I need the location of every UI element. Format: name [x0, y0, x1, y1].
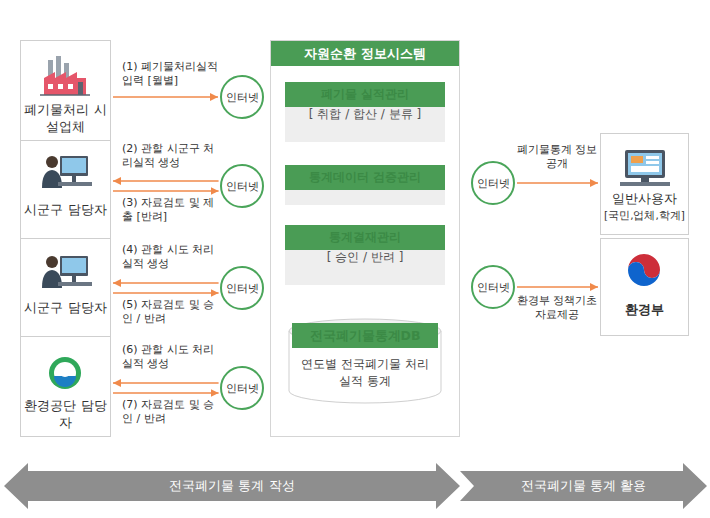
internet-circle: 인터넷 [471, 161, 515, 205]
node-title: 인터넷 [226, 281, 259, 296]
node-title: 자원순환 정보시스템 [271, 41, 459, 66]
internet-circle: 인터넷 [471, 265, 515, 309]
node-title: 인터넷 [477, 176, 510, 191]
node-title: 전국폐기물통계DB [292, 323, 438, 348]
node-text: [ 취합 / 합산 / 분류 ] [309, 106, 421, 123]
arrow-band-fill [460, 463, 707, 509]
node-title: 일반사용자 [603, 191, 686, 207]
edge-label: (7) 자료검토 및 승인 / 반려 [122, 398, 220, 426]
officer-icon [42, 256, 92, 288]
node-text: [ 승인 / 반려 ] [327, 249, 404, 266]
internet-circle: 인터넷 [220, 75, 264, 119]
node-title: 인터넷 [226, 381, 259, 396]
node-title: 폐기물 실적관리 [285, 82, 445, 107]
phase-arrow: 전국폐기물 통계 활용 [460, 463, 707, 509]
edge-label: (3) 자료검토 및 제출 [반려] [122, 196, 220, 224]
officer-icon [42, 156, 92, 188]
node-title: 전국폐기물 통계 활용 [521, 477, 646, 495]
edge-label: (4) 관할 시도 처리실적 생성 [122, 243, 220, 271]
edge-label: (5) 자료검토 및 승인 / 반려 [122, 298, 220, 326]
node-title: 인터넷 [226, 179, 259, 194]
flow-arrow [113, 292, 219, 294]
node-title: 인터넷 [477, 280, 510, 295]
node-title: 시군구 담당자 [23, 299, 108, 316]
node-title: 폐기물처리 시설업체 [23, 101, 108, 135]
internet-circle: 인터넷 [220, 366, 264, 410]
node-title: 환경부 [603, 301, 686, 318]
node-text: [국민,업체,학계] [602, 208, 687, 222]
flow-arrow [113, 180, 219, 182]
system-panel: 자원순환 정보시스템폐기물 실적관리[ 취합 / 합산 / 분류 ] 통계데이터 … [270, 40, 460, 437]
node-title: 시군구 담당자 [23, 201, 108, 218]
internet-circle: 인터넷 [220, 164, 264, 208]
keco-logo [49, 357, 81, 389]
process-box: 통계데이터 검증관리 [285, 165, 445, 205]
flow-arrow [113, 392, 219, 394]
edge-label: (1) 폐기물처리실적 입력 [월별] [122, 60, 220, 88]
flow-arrow [517, 182, 598, 184]
internet-circle: 인터넷 [220, 266, 264, 310]
flow-arrow [113, 96, 218, 98]
node-title: 인터넷 [226, 90, 259, 105]
flow-arrow [113, 190, 219, 192]
actor-box: 환경공단 담당자 [20, 336, 111, 437]
actor-box: 시군구 담당자 [20, 140, 111, 239]
process-box: 폐기물 실적관리[ 취합 / 합산 / 분류 ] [285, 82, 445, 142]
arrow-band-fill [4, 463, 460, 509]
actor-box: 폐기물처리 시설업체 [20, 40, 111, 141]
edge-label: (2) 관할 시군구 처리실적 생성 [122, 142, 220, 170]
flow-arrow [517, 286, 598, 288]
process-box: 통계결재관리[ 승인 / 반려 ] [285, 225, 445, 285]
node-title: 환경공단 담당자 [23, 397, 108, 431]
actor-box: 시군구 담당자 [20, 238, 111, 337]
node-title: 통계결재관리 [285, 225, 445, 250]
edge-label: (6) 관할 시도 처리실적 생성 [122, 343, 220, 371]
database-cylinder: 전국폐기물통계DB 연도별 전국폐기물 처리실적 통계 [288, 318, 442, 404]
user-box: 일반사용자[국민,업체,학계] [600, 133, 689, 235]
flow-arrow [113, 382, 219, 384]
node-title: 전국폐기물 통계 작성 [169, 477, 294, 495]
node-title: 통계데이터 검증관리 [285, 165, 445, 190]
edge-label: 환경부 정책기초 자료제공 [516, 294, 598, 322]
ministry-box: 환경부 [600, 238, 689, 336]
moe-emblem [628, 254, 660, 286]
factory-icon [40, 56, 90, 95]
phase-arrow: 전국폐기물 통계 작성 [4, 463, 460, 509]
edge-label: 폐기물통계 정보공개 [516, 143, 598, 171]
node-text: 연도별 전국폐기물 처리실적 통계 [300, 356, 430, 390]
monitor-icon [620, 150, 670, 186]
flow-arrow [113, 282, 219, 284]
